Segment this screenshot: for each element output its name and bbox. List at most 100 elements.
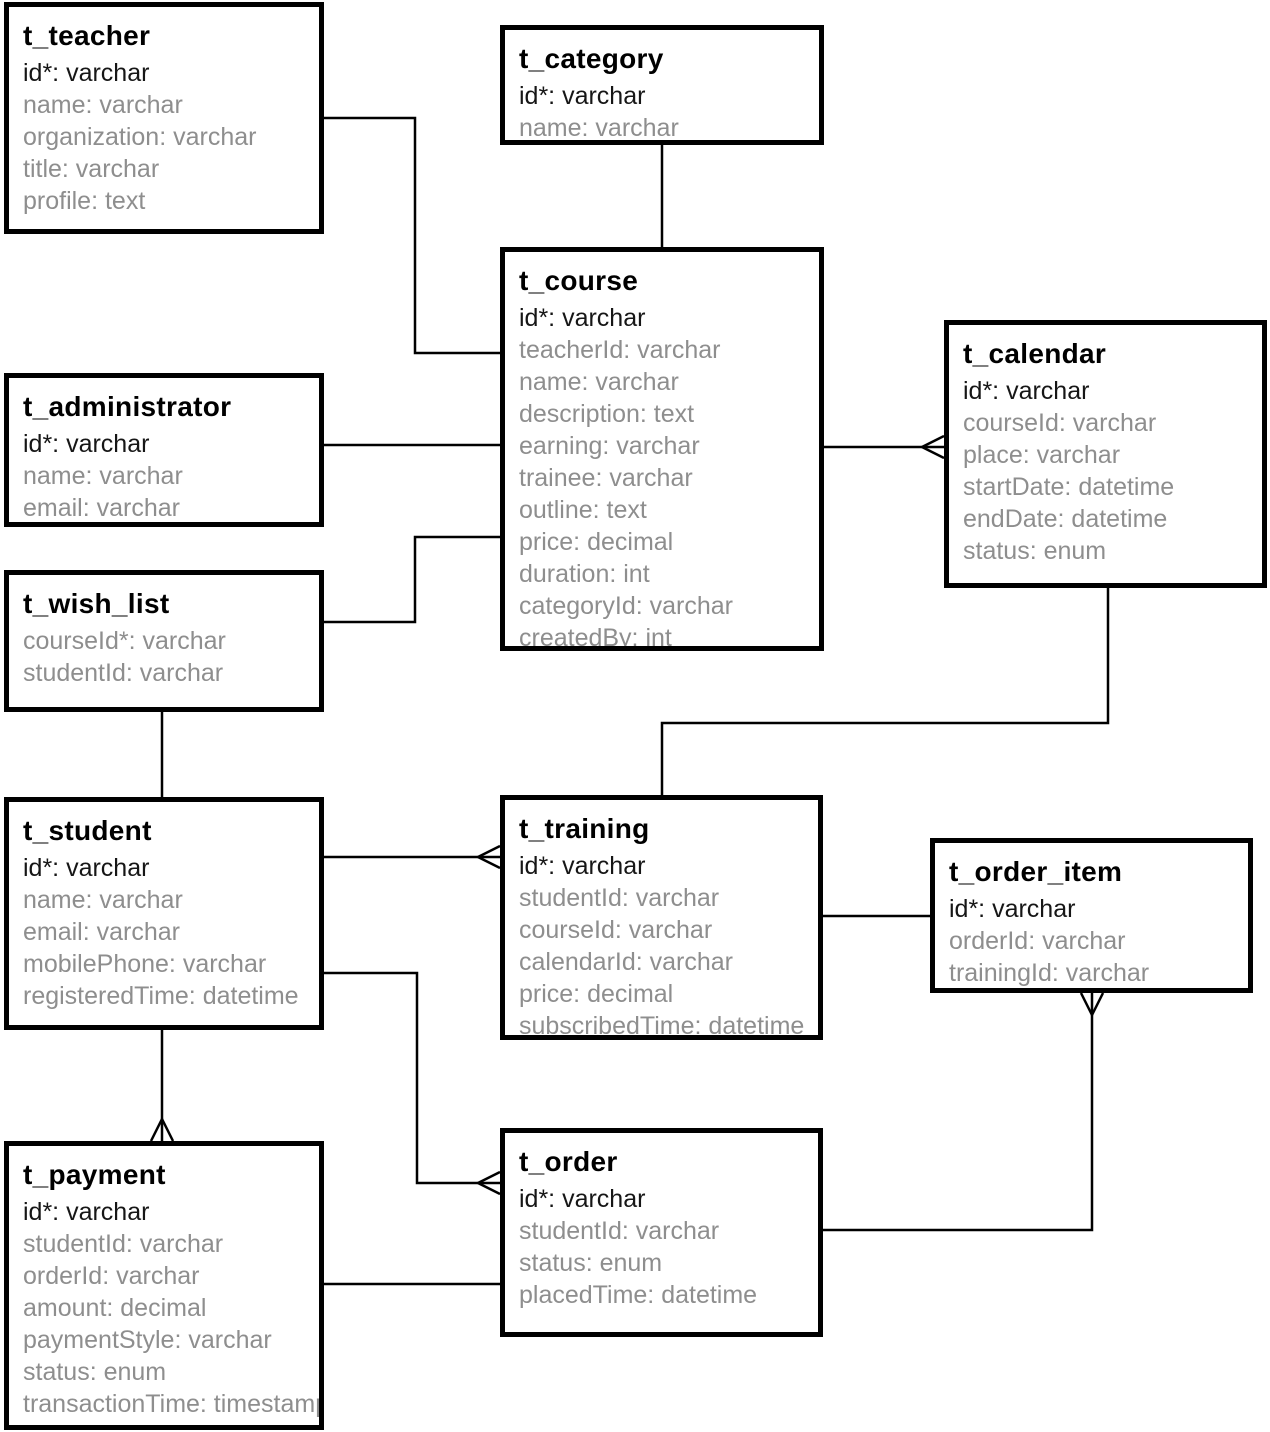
crow-foot-prong	[1079, 992, 1094, 1016]
entity-field: name: varchar	[519, 114, 679, 142]
entity-t_payment[interactable]: t_payment id*: varchar studentId: varchar…	[4, 1141, 324, 1430]
entity-field: email: varchar	[23, 918, 180, 946]
entity-field: subscribedTime: datetime	[519, 1012, 805, 1040]
entity-t_order_item[interactable]: t_order_item id*: varchar orderId: varcha…	[930, 838, 1253, 993]
entity-field: studentId: varchar	[519, 1217, 720, 1245]
relationship-t_student-t_training	[323, 844, 501, 870]
entity-field-list: id*: varchar name: varchar	[519, 80, 805, 142]
relationship-t_teacher-t_course	[323, 116, 500, 355]
entity-field: id*: varchar	[23, 854, 150, 882]
entity-title: t_calendar	[963, 338, 1107, 369]
entity-t_training[interactable]: t_training id*: varchar studentId: varcha…	[500, 795, 823, 1040]
entity-field: orderId: varchar	[23, 1262, 200, 1290]
entity-field-list: id*: varchar studentId: varchar courseId: …	[519, 850, 805, 1040]
entity-field: trainingId: varchar	[949, 959, 1150, 987]
entity-field-list: id*: varchar name: varchar organization: v…	[23, 57, 305, 217]
entity-title: t_student	[23, 815, 152, 846]
entity-field: status: enum	[23, 1358, 167, 1386]
entity-field: id*: varchar	[963, 377, 1090, 405]
entity-field: studentId: varchar	[519, 884, 720, 912]
crow-foot-prong	[921, 445, 945, 460]
entity-field: profile: text	[23, 187, 146, 215]
entity-title: t_teacher	[23, 20, 151, 51]
entity-field: teacherId: varchar	[519, 336, 721, 364]
entity-field: endDate: datetime	[963, 505, 1168, 533]
entity-title: t_payment	[23, 1159, 166, 1190]
entity-field: id*: varchar	[519, 1185, 646, 1213]
entity-field: mobilePhone: varchar	[23, 950, 267, 978]
entity-field: organization: varchar	[23, 123, 257, 151]
entity-field: outline: text	[519, 496, 647, 524]
entity-field: studentId: varchar	[23, 1230, 224, 1258]
entity-field-list: id*: varchar courseId: varchar place: varc…	[963, 375, 1248, 567]
entity-field: price: decimal	[519, 980, 674, 1008]
relationship-t_wish_list-t_course	[323, 535, 500, 624]
entity-field-list: id*: varchar orderId: varchar trainingId: …	[949, 893, 1234, 988]
crow-foot-prong	[477, 1181, 501, 1196]
entity-field-list: courseId*: varchar studentId: varchar	[23, 625, 305, 689]
entity-t_wish_list[interactable]: t_wish_list courseId*: varchar studentId:…	[4, 570, 324, 712]
relationship-t_course-t_calendar	[823, 434, 945, 460]
relationship-t_student-t_order	[323, 971, 501, 1196]
entity-field: courseId*: varchar	[23, 627, 226, 655]
entity-field: studentId: varchar	[23, 659, 224, 687]
entity-field: name: varchar	[23, 462, 183, 490]
entity-field: duration: int	[519, 560, 650, 588]
entity-field: id*: varchar	[519, 304, 646, 332]
entity-field: transactionTime: timestamp	[23, 1390, 324, 1418]
entity-field: description: text	[519, 400, 695, 428]
entity-field-list: id*: varchar studentId: varchar status: en…	[519, 1183, 804, 1311]
entity-title: t_training	[519, 813, 650, 844]
entity-field: name: varchar	[23, 91, 183, 119]
entity-field-list: id*: varchar teacherId: varchar name: varc…	[519, 302, 805, 646]
entity-field: email: varchar	[23, 494, 180, 522]
entity-field: name: varchar	[23, 886, 183, 914]
entity-field-list: id*: varchar name: varchar email: varchar m…	[23, 852, 305, 1012]
entity-field: id*: varchar	[23, 1198, 150, 1226]
entity-field: id*: varchar	[519, 82, 646, 110]
entity-t_course[interactable]: t_course id*: varchar teacherId: varchar n…	[500, 247, 824, 651]
entity-field: placedTime: datetime	[519, 1281, 758, 1309]
entity-field: courseId: varchar	[963, 409, 1157, 437]
entity-title: t_course	[519, 265, 639, 296]
crow-foot-prong	[477, 855, 501, 870]
entity-field: startDate: datetime	[963, 473, 1175, 501]
entity-field-list: id*: varchar studentId: varchar orderId: v…	[23, 1196, 324, 1420]
entity-title: t_category	[519, 43, 664, 74]
entity-field: earning: varchar	[519, 432, 700, 460]
entity-field: amount: decimal	[23, 1294, 207, 1322]
relationship-t_student-t_payment	[149, 1030, 175, 1142]
entity-title: t_administrator	[23, 391, 232, 422]
entity-field: trainee: varchar	[519, 464, 693, 492]
entity-title: t_wish_list	[23, 588, 170, 619]
entity-t_category[interactable]: t_category id*: varchar name: varchar	[500, 25, 824, 145]
entity-field: id*: varchar	[949, 895, 1076, 923]
entity-t_student[interactable]: t_student id*: varchar name: varchar email…	[4, 797, 324, 1030]
entity-field: calendarId: varchar	[519, 948, 734, 976]
crow-foot-prong	[921, 434, 945, 449]
crow-foot-prong	[477, 1170, 501, 1185]
entity-field: status: enum	[519, 1249, 663, 1277]
entity-field: place: varchar	[963, 441, 1121, 469]
entity-title: t_order_item	[949, 856, 1123, 887]
entity-title: t_order	[519, 1146, 618, 1177]
entity-field: price: decimal	[519, 528, 674, 556]
entity-field: courseId: varchar	[519, 916, 713, 944]
entity-field: orderId: varchar	[949, 927, 1126, 955]
entity-field: categoryId: varchar	[519, 592, 733, 620]
entity-field: name: varchar	[519, 368, 679, 396]
entity-field: id*: varchar	[23, 59, 150, 87]
entity-t_calendar[interactable]: t_calendar id*: varchar courseId: varchar…	[944, 320, 1267, 588]
crow-foot-prong	[1090, 992, 1105, 1016]
entity-field: paymentStyle: varchar	[23, 1326, 272, 1354]
crow-foot-prong	[160, 1118, 175, 1142]
entity-t_teacher[interactable]: t_teacher id*: varchar name: varchar organ…	[4, 2, 324, 234]
relationship-t_order-t_order_item	[822, 992, 1105, 1232]
crow-foot-prong	[477, 844, 501, 859]
entity-t_order[interactable]: t_order id*: varchar studentId: varchar st…	[500, 1128, 823, 1337]
entity-field: id*: varchar	[519, 852, 646, 880]
entity-field: registeredTime: datetime	[23, 982, 299, 1010]
